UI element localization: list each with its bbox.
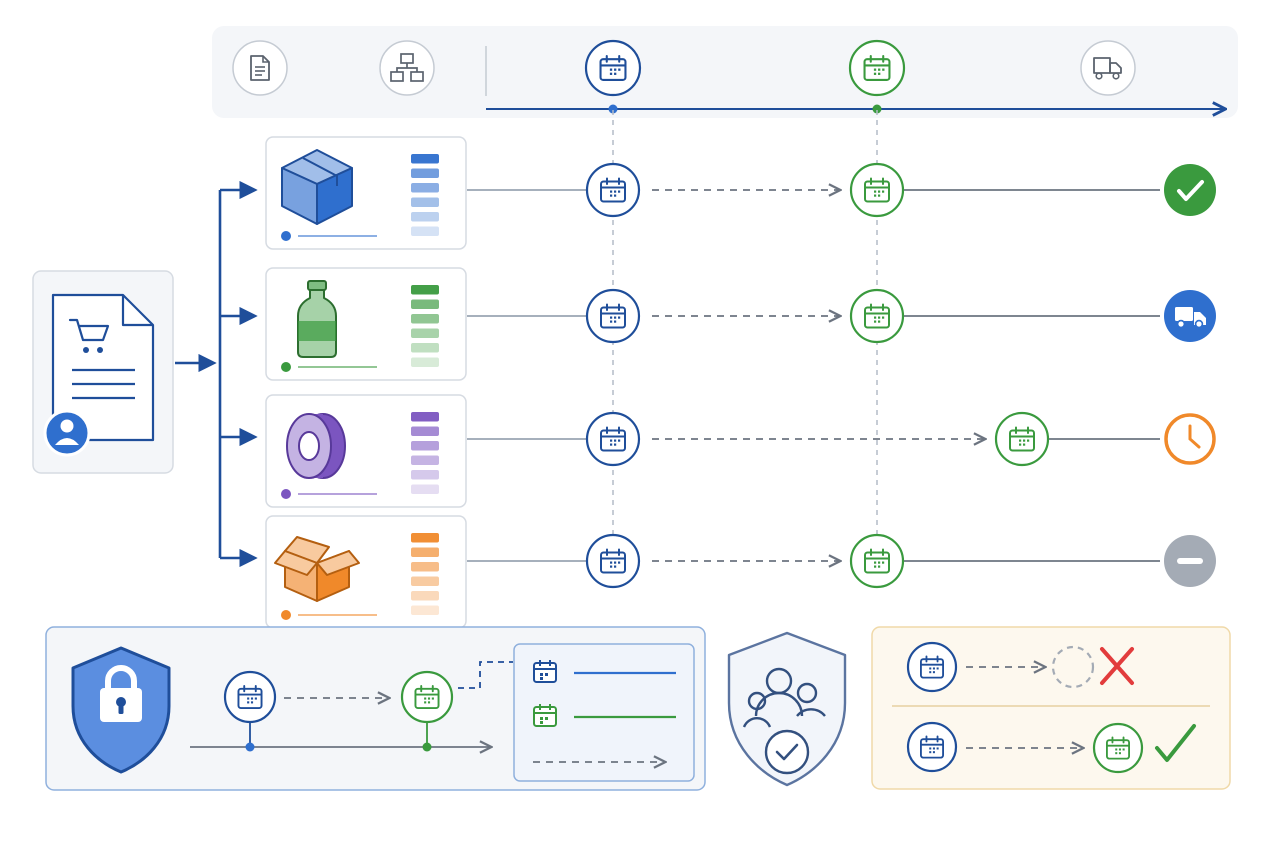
item-rows — [265, 136, 1216, 629]
item-row — [265, 267, 1216, 381]
item-status-dot — [281, 610, 291, 620]
empty-slot-icon — [1051, 645, 1095, 689]
delivery-truck-icon — [1164, 290, 1216, 342]
order-document — [32, 270, 174, 474]
open-box-icon — [274, 536, 360, 602]
security-shield-lock-icon — [71, 646, 171, 774]
bottle-icon — [297, 280, 337, 358]
timeline-marker-stage-2 — [872, 104, 882, 114]
calendar-icon — [400, 670, 454, 724]
security-marker-2 — [422, 742, 432, 752]
calendar-icon — [585, 533, 641, 589]
calendar-icon — [533, 660, 557, 683]
item-status-dot — [281, 489, 291, 499]
branch-connectors — [175, 180, 258, 568]
cross-icon — [1100, 647, 1134, 685]
delivery-truck-icon — [1080, 40, 1136, 96]
item-status-dot — [281, 231, 291, 241]
calendar-icon — [849, 288, 905, 344]
quantity-bars — [411, 533, 439, 615]
quantity-bars — [411, 412, 439, 494]
calendar-icon — [849, 162, 905, 218]
check-icon — [1155, 724, 1196, 762]
header-panel — [212, 26, 1238, 118]
calendar-icon — [848, 39, 906, 97]
calendar-icon — [584, 39, 642, 97]
user-icon — [43, 409, 91, 457]
team-shield-check-icon — [727, 631, 847, 787]
quantity-bars — [411, 154, 439, 236]
calendar-icon — [849, 533, 905, 589]
shipping-box-icon — [281, 149, 353, 225]
check-circle-icon — [1164, 164, 1216, 216]
item-row — [265, 394, 1216, 508]
minus-circle-icon — [1164, 535, 1216, 587]
calendar-icon — [994, 411, 1050, 467]
calendar-icon — [223, 670, 277, 724]
calendar-icon — [533, 704, 557, 727]
shopping-cart-icon — [68, 318, 110, 353]
calendar-icon — [585, 288, 641, 344]
hierarchy-icon — [379, 40, 435, 96]
validation-panel — [871, 626, 1231, 790]
header-strip — [212, 26, 1238, 118]
tape-roll-icon — [286, 413, 346, 479]
item-row — [265, 515, 1216, 629]
calendar-icon — [585, 411, 641, 467]
item-row — [265, 136, 1216, 250]
security-marker-1 — [245, 742, 255, 752]
calendar-icon — [906, 641, 958, 693]
clock-icon — [1164, 413, 1216, 465]
document-icon — [232, 40, 288, 96]
item-status-dot — [281, 362, 291, 372]
schedule-legend-box — [513, 643, 695, 782]
security-link — [458, 661, 513, 689]
calendar-icon — [906, 721, 958, 773]
security-panel — [45, 626, 706, 791]
quantity-bars — [411, 285, 439, 367]
calendar-icon — [585, 162, 641, 218]
timeline-marker-stage-1 — [608, 104, 618, 114]
calendar-icon — [1092, 722, 1144, 774]
